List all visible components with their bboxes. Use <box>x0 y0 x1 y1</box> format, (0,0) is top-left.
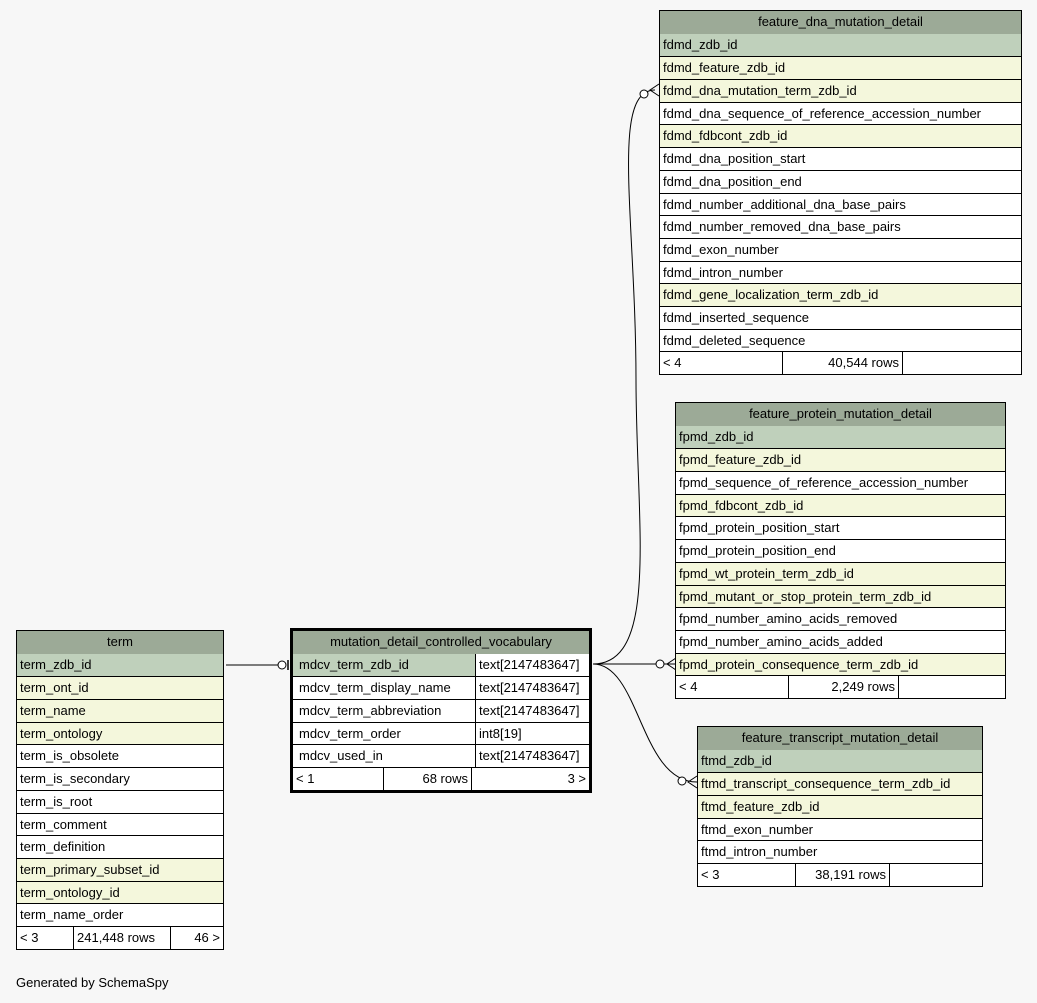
edge-ftmd-crowfoot <box>687 775 698 789</box>
column-row[interactable]: fpmd_zdb_id <box>676 425 1005 449</box>
column-row[interactable]: fdmd_gene_localization_term_zdb_id <box>660 283 1021 306</box>
edge-fpmd-crowfoot <box>666 657 677 671</box>
column-row[interactable]: term_definition <box>17 835 223 858</box>
column-row[interactable]: term_ontology_id <box>17 880 223 904</box>
footer-children[interactable] <box>902 352 1021 374</box>
column-row[interactable]: fdmd_dna_position_start <box>660 147 1021 170</box>
column-row[interactable]: fpmd_fdbcont_zdb_id <box>676 493 1005 517</box>
table-header[interactable]: feature_transcript_mutation_detail <box>698 727 982 750</box>
column-row[interactable]: term_comment <box>17 812 223 836</box>
column-row[interactable]: fpmd_mutant_or_stop_protein_term_zdb_id <box>676 584 1005 608</box>
edge-fdmd-crowfoot <box>649 83 660 97</box>
footer-children[interactable]: 3 > <box>471 768 589 790</box>
table-feature-transcript-mutation-detail[interactable]: feature_transcript_mutation_detail ftmd_… <box>697 726 983 887</box>
column-name: mdcv_used_in <box>296 745 476 768</box>
column-row[interactable]: term_zdb_id <box>17 653 223 677</box>
table-feature-protein-mutation-detail[interactable]: feature_protein_mutation_detail fpmd_zdb… <box>675 402 1006 699</box>
column-row[interactable]: fdmd_dna_mutation_term_zdb_id <box>660 79 1021 102</box>
table-footer: < 3 38,191 rows <box>698 863 982 886</box>
column-row[interactable]: fdmd_intron_number <box>660 260 1021 284</box>
edge-fpmd-zero-marker <box>655 659 665 669</box>
column-row[interactable]: term_ont_id <box>17 676 223 700</box>
column-row[interactable]: term_primary_subset_id <box>17 857 223 881</box>
column-row[interactable]: fdmd_zdb_id <box>660 33 1021 57</box>
column-name: mdcv_term_order <box>296 722 476 745</box>
column-row[interactable]: fdmd_number_removed_dna_base_pairs <box>660 215 1021 238</box>
column-row[interactable]: fpmd_number_amino_acids_added <box>676 629 1005 653</box>
column-row[interactable]: fdmd_exon_number <box>660 237 1021 261</box>
column-row[interactable]: term_is_root <box>17 789 223 813</box>
column-row[interactable]: fpmd_protein_position_end <box>676 539 1005 562</box>
column-row[interactable]: term_is_secondary <box>17 767 223 790</box>
table-footer: < 4 40,544 rows <box>660 351 1021 374</box>
table-header[interactable]: mutation_detail_controlled_vocabulary <box>293 631 589 654</box>
column-row[interactable]: ftmd_zdb_id <box>698 749 982 773</box>
column-name: mdcv_term_display_name <box>296 677 476 700</box>
column-name: mdcv_term_zdb_id <box>296 653 476 677</box>
column-row[interactable]: ftmd_transcript_consequence_term_zdb_id <box>698 772 982 796</box>
footer-parents[interactable]: < 4 <box>663 355 682 371</box>
column-type: int8[19] <box>476 722 589 745</box>
column-row[interactable]: fpmd_protein_consequence_term_zdb_id <box>676 652 1005 676</box>
footer-row-count: 38,191 rows <box>795 864 889 886</box>
footer-children[interactable] <box>889 864 982 886</box>
edge-ftmd-zero-marker <box>677 776 687 786</box>
footer-row-count: 241,448 rows <box>73 926 170 949</box>
table-header[interactable]: feature_protein_mutation_detail <box>676 403 1005 426</box>
table-footer: < 3 241,448 rows 46 > <box>17 925 223 949</box>
column-row[interactable]: fpmd_wt_protein_term_zdb_id <box>676 561 1005 585</box>
edge-fdmd-zero-marker <box>639 89 649 99</box>
column-row[interactable]: fdmd_deleted_sequence <box>660 328 1021 352</box>
edge-term-zero-marker <box>277 660 287 670</box>
footer-parents[interactable]: < 3 <box>701 867 720 883</box>
table-header[interactable]: feature_dna_mutation_detail <box>660 11 1021 34</box>
column-row[interactable]: fdmd_dna_sequence_of_reference_accession… <box>660 101 1021 125</box>
table-footer: < 4 2,249 rows <box>676 675 1005 698</box>
column-row[interactable]: fpmd_protein_position_start <box>676 516 1005 540</box>
column-row[interactable]: fpmd_feature_zdb_id <box>676 448 1005 472</box>
footer-parents[interactable]: < 3 <box>20 929 39 945</box>
column-row[interactable]: fdmd_fdbcont_zdb_id <box>660 124 1021 148</box>
table-mutation-detail-controlled-vocabulary[interactable]: mutation_detail_controlled_vocabulary md… <box>290 628 592 793</box>
column-row[interactable]: term_ontology <box>17 721 223 745</box>
column-row[interactable]: fpmd_sequence_of_reference_accession_num… <box>676 471 1005 494</box>
table-header[interactable]: term <box>17 631 223 654</box>
footer-parents[interactable]: < 1 <box>296 771 315 787</box>
footer-children[interactable]: 46 > <box>170 926 223 949</box>
table-footer: < 1 68 rows 3 > <box>293 767 589 790</box>
column-row[interactable]: ftmd_intron_number <box>698 840 982 864</box>
column-row[interactable]: fdmd_inserted_sequence <box>660 305 1021 329</box>
column-row[interactable]: fdmd_feature_zdb_id <box>660 56 1021 80</box>
column-row[interactable]: term_name_order <box>17 903 223 926</box>
footer-children[interactable] <box>898 676 1005 698</box>
footer-row-count: 40,544 rows <box>782 352 902 374</box>
column-type: text[2147483647] <box>476 700 589 722</box>
edge-mdcv-to-fdmd <box>592 89 656 665</box>
column-row[interactable]: ftmd_exon_number <box>698 817 982 841</box>
edge-mdcv-to-ftmd <box>592 663 698 783</box>
footer-row-count: 2,249 rows <box>788 676 898 698</box>
footer-parents[interactable]: < 4 <box>679 679 698 695</box>
column-type: text[2147483647] <box>476 745 589 768</box>
column-row[interactable]: fdmd_dna_position_end <box>660 169 1021 193</box>
column-row[interactable]: ftmd_feature_zdb_id <box>698 795 982 818</box>
footer-row-count: 68 rows <box>383 768 471 790</box>
column-row[interactable]: fdmd_number_additional_dna_base_pairs <box>660 192 1021 216</box>
column-name: mdcv_term_abbreviation <box>296 700 476 722</box>
column-row[interactable]: fpmd_number_amino_acids_removed <box>676 607 1005 630</box>
column-type: text[2147483647] <box>476 677 589 700</box>
generated-by-label: Generated by SchemaSpy <box>16 975 169 990</box>
column-row[interactable]: term_name <box>17 699 223 722</box>
column-row[interactable]: term_is_obsolete <box>17 744 223 768</box>
column-type: text[2147483647] <box>476 653 589 677</box>
